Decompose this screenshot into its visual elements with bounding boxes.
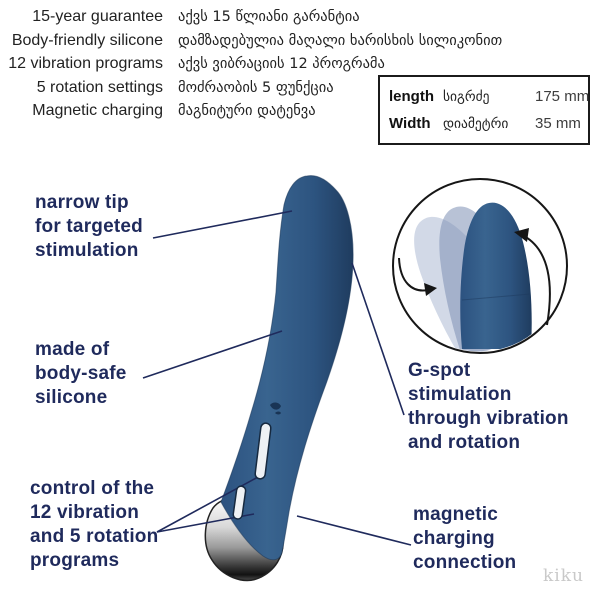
- callout-line-text: magnetic: [413, 504, 499, 525]
- callout-gspot: G-spot stimulation through vibration and…: [408, 359, 569, 455]
- callout-line-text: silicone: [35, 387, 108, 408]
- rotation-arrow-right-icon: [514, 228, 551, 326]
- rotation-arrow-left-icon: [398, 257, 437, 296]
- callout-line-text: stimulation: [35, 240, 139, 261]
- dimensions-table: length სიგრძე 175 mm Width დიამეტრი 35 m…: [378, 75, 590, 145]
- dimension-label-ka: დიამეტრი: [443, 116, 509, 133]
- connector-magnetic: [296, 515, 412, 546]
- callout-line-text: through vibration: [408, 408, 569, 429]
- spec-row: Body-friendly silicone დამზადებულია მაღა…: [0, 31, 502, 56]
- callout-body-safe: made of body-safe silicone: [35, 338, 127, 410]
- callout-line-text: programs: [30, 550, 120, 571]
- spec-label-en: Body-friendly silicone: [11, 31, 163, 49]
- spec-label-en: 12 vibration programs: [8, 55, 163, 72]
- dimension-label: Width: [389, 115, 431, 133]
- dimension-value: 175 mm: [535, 87, 590, 105]
- spec-list: 15-year guarantee აქვს 15 წლიანი გარანტი…: [0, 8, 502, 126]
- dimension-row: length სიგრძე 175 mm: [389, 87, 589, 105]
- callout-line-text: narrow tip: [35, 192, 129, 213]
- spec-label-en: 15-year guarantee: [32, 8, 163, 25]
- callout-magnetic: magnetic charging connection: [413, 503, 516, 575]
- callout-line-text: stimulation: [408, 384, 512, 405]
- spec-row: 15-year guarantee აქვს 15 წლიანი გარანტი…: [0, 8, 470, 32]
- spec-label-ka: მაგნიტური დატენვა: [178, 103, 316, 119]
- spec-row: 5 rotation settings მოძრაობის 5 ფუნქცია: [0, 79, 470, 103]
- spec-row: 12 vibration programs აქვს ვიბრაციის 12 …: [0, 55, 470, 79]
- callout-narrow-tip: narrow tip for targeted stimulation: [35, 191, 143, 263]
- spec-label-en: Magnetic charging: [32, 102, 163, 119]
- dimension-row: Width დიამეტრი 35 mm: [389, 115, 581, 133]
- wand-body: [220, 175, 354, 561]
- spec-label-ka: აქვს 15 წლიანი გარანტია: [178, 9, 360, 25]
- spec-label-ka: მოძრაობის 5 ფუნქცია: [178, 79, 334, 96]
- callout-controls: control of the 12 vibration and 5 rotati…: [30, 477, 158, 573]
- connector-body-safe: [142, 330, 283, 379]
- connector-narrow-tip: [152, 210, 293, 239]
- callout-line-text: connection: [413, 552, 517, 573]
- watermark: kiku: [543, 566, 584, 586]
- spec-label-en: 5 rotation settings: [36, 78, 163, 96]
- satisfyer-logo-engraving: [270, 402, 281, 415]
- callout-line-text: G-spot: [408, 360, 471, 381]
- dimension-label: length: [389, 87, 434, 105]
- connector-gspot: [351, 262, 405, 416]
- callout-line-text: charging: [413, 528, 495, 549]
- dimension-label-ka: სიგრძე: [443, 88, 490, 105]
- callout-line-text: and rotation: [408, 432, 521, 453]
- rotation-inset: [392, 178, 568, 354]
- dimension-value: 35 mm: [535, 115, 581, 133]
- callout-line-text: body-safe: [35, 363, 127, 384]
- callout-line-text: for targeted: [35, 216, 143, 237]
- spec-label-ka: დამზადებულია მაღალი ხარისხის სილიკონით: [178, 32, 503, 49]
- callout-line-text: made of: [35, 339, 110, 360]
- spec-label-ka: აქვს ვიბრაციის 12 პროგრამა: [178, 56, 385, 72]
- spec-row: Magnetic charging მაგნიტური დატენვა: [0, 102, 470, 126]
- callout-line-text: and 5 rotation: [30, 526, 159, 547]
- callout-line-text: control of the: [30, 478, 155, 499]
- control-button-slot-1: [254, 422, 272, 480]
- callout-line-text: 12 vibration: [30, 502, 140, 523]
- control-button-slot-2: [232, 485, 247, 520]
